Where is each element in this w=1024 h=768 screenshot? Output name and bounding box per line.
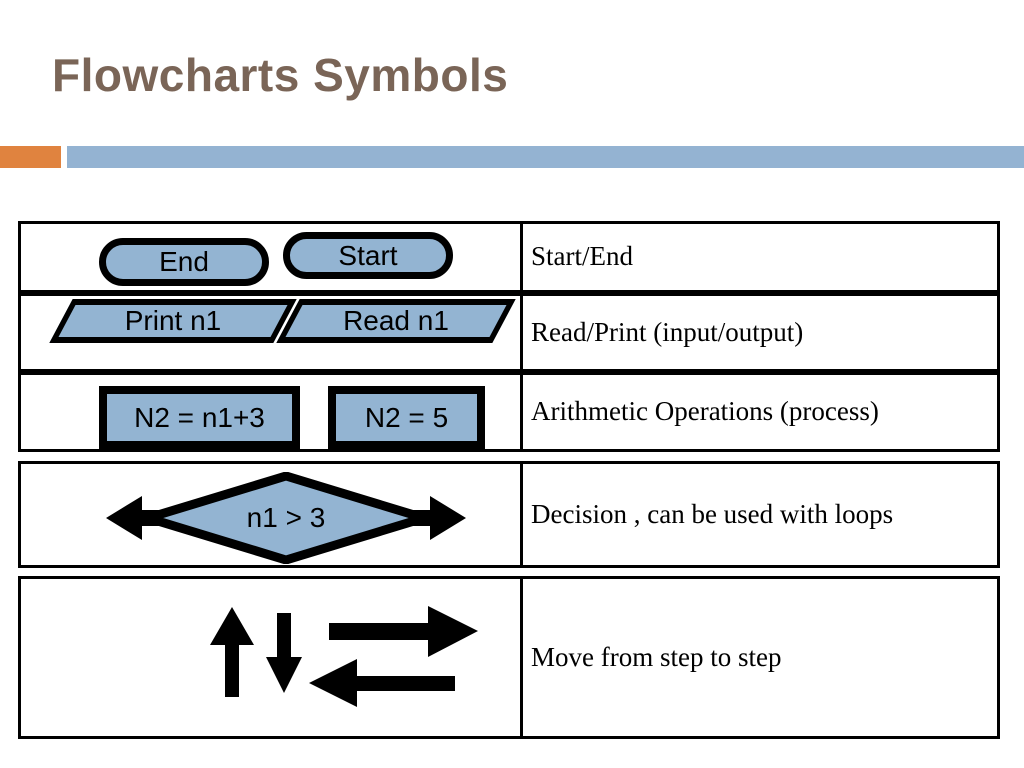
table-row: Print n1 Read n1 Read/Print (input/outpu… <box>18 293 1000 372</box>
arrow-right-icon <box>329 606 478 657</box>
flow-shape-process-n2-5[interactable]: N2 = 5 <box>328 386 485 449</box>
flow-shape-terminator-start[interactable]: Start <box>283 232 453 279</box>
page-title: Flowcharts Symbols <box>52 49 509 101</box>
shape-label: End <box>159 246 209 277</box>
symbol-cell-arithmetic: N2 = n1+3 N2 = 5 <box>21 375 520 449</box>
row-description: Move from step to step <box>531 641 782 672</box>
table-row: Move from step to step <box>18 576 1000 739</box>
shape-label: N2 = 5 <box>364 401 449 433</box>
symbol-cell-start-end: End Start <box>21 224 520 290</box>
column-divider <box>520 464 523 565</box>
flow-arrows-svg <box>210 606 478 707</box>
flow-shape-decision-diamond[interactable]: n1 > 3 <box>106 472 466 564</box>
column-divider <box>520 579 523 736</box>
row-description: Decision , can be used with loops <box>531 498 894 529</box>
column-divider <box>520 375 523 449</box>
arrow-down-icon <box>266 613 302 693</box>
accent-bar-blue <box>67 146 1024 168</box>
shape-label: Read n1 <box>343 305 449 336</box>
flowchart-symbols-table: End Start Start/End Print n1 Read n1 Rea… <box>18 221 1000 739</box>
accent-bar-orange <box>0 146 61 168</box>
table-row: N2 = n1+3 N2 = 5 Arithmetic Operations (… <box>18 372 1000 452</box>
arrow-up-icon <box>210 607 254 697</box>
row-description: Start/End <box>531 241 633 272</box>
table-row: End Start Start/End <box>18 221 1000 293</box>
row-description: Read/Print (input/output) <box>531 316 804 347</box>
flow-shape-parallelogram-read[interactable]: Read n1 <box>276 299 516 343</box>
flow-shape-terminator-end[interactable]: End <box>99 238 269 286</box>
shape-label: Print n1 <box>124 305 222 336</box>
diamond-icon <box>106 472 466 564</box>
flow-shape-parallelogram-print[interactable]: Print n1 <box>49 299 297 343</box>
symbol-cell-decision: n1 > 3 <box>21 464 520 565</box>
shape-label: Start <box>338 239 398 271</box>
column-divider <box>520 224 523 290</box>
row-description: Arithmetic Operations (process) <box>531 396 879 427</box>
symbol-cell-read-print: Print n1 Read n1 <box>21 296 520 369</box>
symbol-cell-flow-lines <box>21 579 520 736</box>
flow-arrows-group <box>206 601 486 711</box>
shape-label: N2 = n1+3 <box>134 401 265 433</box>
flow-shape-process-n2-n1-3[interactable]: N2 = n1+3 <box>99 386 300 449</box>
column-divider <box>520 296 523 369</box>
table-row: n1 > 3 Decision , can be used with loops <box>18 461 1000 568</box>
arrow-left-icon <box>309 659 455 707</box>
